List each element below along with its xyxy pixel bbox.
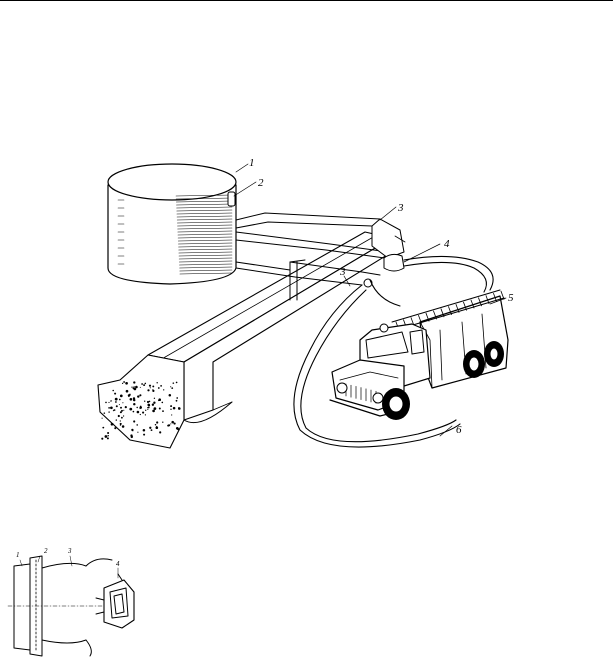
rear-wheel-2 — [484, 341, 504, 367]
front-wheel — [382, 388, 410, 420]
callout-hose: 6 — [456, 424, 462, 436]
detail-callout-1: 1 — [16, 551, 20, 559]
detail-callout-4: 4 — [116, 560, 120, 568]
fire-truck — [330, 290, 508, 420]
storage-tank — [108, 164, 236, 284]
callout-truck: 5 — [508, 292, 514, 304]
connector — [384, 254, 404, 271]
rear-wheel-1 — [463, 350, 485, 378]
callout-connector: 4 — [444, 238, 450, 250]
tank-valve — [228, 192, 235, 206]
detail-callout-2: 2 — [44, 547, 48, 555]
detail-callout-3: 3 — [67, 547, 72, 555]
callout-tank: 1 — [249, 157, 255, 169]
callout-pipe-inlet: 3 — [339, 266, 346, 278]
detail-figure — [8, 556, 134, 656]
callout-pipe-junction: 3 — [397, 202, 404, 214]
callout-valve: 2 — [258, 177, 264, 189]
